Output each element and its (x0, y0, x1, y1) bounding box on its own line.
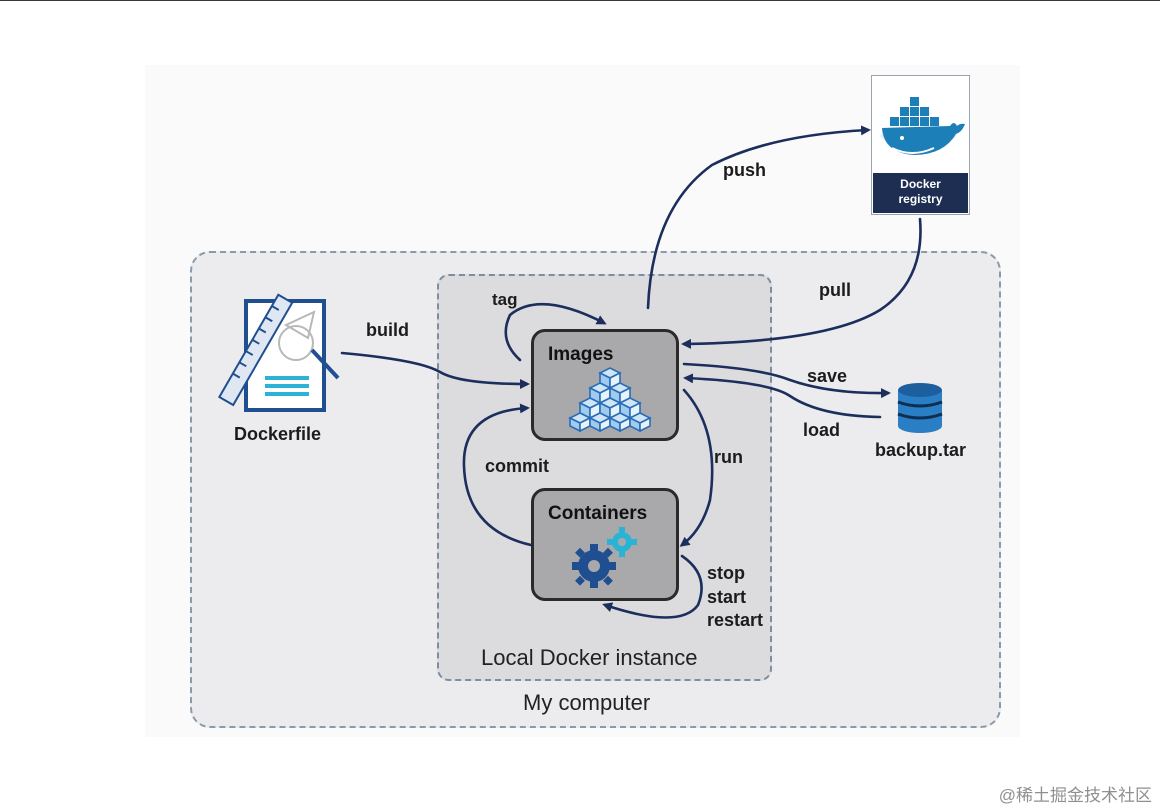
backup-label: backup.tar (875, 440, 967, 460)
push-arrow (646, 125, 871, 310)
image-layers-icon (568, 367, 652, 433)
build-arrow (340, 351, 530, 389)
database-icon (897, 383, 943, 433)
commit-label: commit (485, 456, 550, 476)
tag-label: tag (492, 290, 518, 309)
save-arrow (682, 362, 891, 399)
my-computer-label: My computer (523, 690, 651, 715)
container-gears-icon (572, 527, 637, 588)
stop-label: stop (707, 563, 745, 583)
load-arrow (683, 373, 882, 419)
dockerfile-icon (217, 293, 340, 412)
load-label: load (803, 420, 841, 440)
top-border-line (0, 0, 1160, 1)
registry-label-line1: Docker (900, 177, 941, 191)
save-label: save (807, 366, 848, 386)
containers-title: Containers (548, 503, 648, 524)
run-label: run (714, 447, 743, 467)
docker-registry-card: Docker registry (871, 75, 970, 215)
watermark-text: @稀土掘金技术社区 (998, 786, 1152, 805)
start-label: start (707, 587, 747, 607)
docker-registry-label: Docker registry (873, 173, 968, 213)
dockerfile-label: Dockerfile (234, 424, 322, 444)
tag-arrow (504, 302, 607, 362)
run-arrow (679, 388, 714, 547)
restart-label: restart (707, 610, 764, 630)
build-label: build (366, 320, 409, 340)
push-label: push (723, 160, 766, 180)
registry-label-line2: registry (898, 192, 943, 206)
local-docker-label: Local Docker instance (481, 645, 698, 670)
images-title: Images (548, 344, 614, 365)
stop-start-restart-arrow (602, 554, 703, 619)
pull-arrow (681, 217, 922, 349)
commit-arrow (462, 403, 533, 547)
pull-label: pull (819, 280, 851, 300)
docker-whale-icon (880, 97, 965, 155)
